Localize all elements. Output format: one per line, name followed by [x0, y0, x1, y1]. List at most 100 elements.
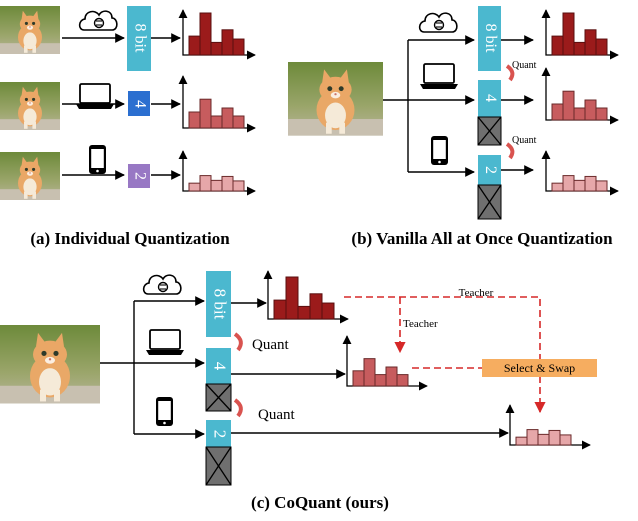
bit-box-8 [127, 6, 151, 71]
histogram-bar [232, 38, 245, 56]
cross-box [477, 116, 502, 146]
quant-arrow-icon [505, 64, 515, 82]
bit-label: 8 bit [482, 24, 499, 53]
histogram-bar [199, 175, 212, 192]
quant-label: Quant [258, 407, 295, 423]
histogram [342, 335, 428, 391]
histogram [541, 150, 619, 196]
histogram-bar [374, 374, 387, 387]
histogram-bar [584, 175, 597, 192]
panel-c-caption: (c) CoQuant (ours) [251, 493, 389, 512]
histogram-bar [210, 115, 223, 129]
bit-box-2 [206, 420, 231, 447]
bit-label: 2 [482, 166, 499, 174]
cross-box [477, 184, 502, 220]
quant-label: Quant [252, 337, 289, 353]
bit-box-8 [478, 6, 501, 71]
bit-label: 4 [482, 94, 499, 102]
histogram-bar [188, 111, 201, 129]
histograms [178, 9, 619, 450]
laptop-icon [75, 83, 115, 110]
histogram-bar [321, 302, 335, 320]
histogram-bar [573, 179, 586, 192]
histogram-bar [297, 305, 311, 320]
histogram-bar [584, 29, 597, 56]
quant-arrow-icon [233, 398, 243, 418]
histogram-bar [573, 41, 586, 56]
bit-label: 8 bit [131, 24, 148, 53]
histogram-bar [562, 175, 575, 192]
bit-box-2 [478, 155, 501, 185]
phone-icon [431, 136, 448, 165]
histogram-bar [210, 41, 223, 56]
histogram [178, 150, 256, 196]
phone-icon [89, 145, 106, 174]
panel-b: 8 bit 4 2 Quant Quant (b) Vanilla All at… [288, 6, 613, 248]
teacher-path [344, 296, 546, 414]
histogram-bar [309, 293, 323, 320]
cloud-icon [78, 10, 118, 31]
histogram-bar [385, 366, 398, 387]
histogram-bar [188, 35, 201, 56]
histogram-bar [551, 182, 564, 192]
bit-box-2 [128, 164, 150, 188]
histogram-bar [548, 429, 561, 446]
histogram-bar [562, 12, 575, 56]
histogram-bar [551, 35, 564, 56]
phone-icon [156, 397, 173, 426]
histogram-bar [232, 180, 245, 192]
histogram-bar [396, 374, 409, 387]
histogram-bar [221, 107, 234, 129]
cloud-icon [418, 12, 458, 33]
quant-label: Quant [512, 135, 537, 146]
bit-label: 2 [211, 430, 230, 439]
histogram-bar [232, 115, 245, 129]
histogram-bar [573, 107, 586, 121]
histogram-bar [199, 98, 212, 129]
histogram-bar [221, 175, 234, 192]
quant-arrow-icon [505, 142, 515, 160]
cat-image [0, 152, 61, 200]
panel-a-caption: (a) Individual Quantization [30, 229, 230, 248]
histogram-bar [562, 90, 575, 121]
select-swap-box [482, 359, 597, 377]
histogram [505, 404, 591, 450]
histogram [178, 9, 256, 60]
histogram-bar [188, 182, 201, 192]
histogram-bar [551, 103, 564, 121]
bit-box-8 [206, 271, 231, 337]
bit-box-4 [206, 348, 231, 384]
histogram-bar [221, 29, 234, 56]
cat-image [0, 82, 61, 130]
quant-arrow-icon [233, 332, 243, 352]
histogram [541, 67, 619, 125]
cat-image [288, 62, 383, 136]
laptop-icon [419, 63, 459, 90]
teacher-label: Teacher [459, 287, 494, 299]
quant-label: Quant [512, 60, 537, 71]
laptop-icon [145, 329, 185, 356]
bit-label: 4 [211, 362, 230, 371]
bit-label: 8 bit [211, 289, 230, 320]
histogram-bar [210, 179, 223, 192]
histogram-bar [584, 99, 597, 121]
bit-label: 4 [131, 100, 148, 108]
histogram-bar [537, 433, 550, 446]
histogram-bar [273, 299, 287, 320]
histogram [541, 9, 619, 60]
cross-box [205, 383, 232, 412]
bit-label: 2 [131, 172, 148, 180]
panel-a: 8 bit 4 2 (a) Individual Quantization [0, 6, 230, 248]
cat-image [0, 325, 100, 404]
histogram-bar [515, 436, 528, 446]
histogram-bar [559, 434, 572, 446]
histogram-bar [352, 370, 365, 387]
teacher-label: Teacher [403, 318, 438, 330]
panel-c: 8 bit 4 2 Quant Quant Teacher Teacher Se… [0, 271, 597, 512]
histogram-bar [363, 358, 376, 387]
histogram-bar [285, 276, 299, 320]
panel-b-caption: (b) Vanilla All at Once Quantization [351, 229, 613, 248]
bit-box-4 [128, 91, 150, 116]
histogram [178, 75, 256, 133]
